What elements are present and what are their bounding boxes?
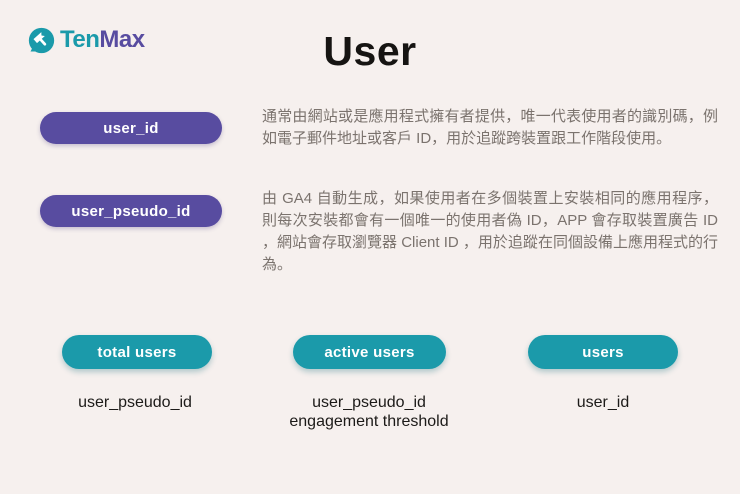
tenmax-logo-icon (28, 27, 55, 54)
page-title: User (323, 28, 417, 74)
tenmax-logo: TenMax (28, 26, 145, 54)
metric-basis-total-users: user_pseudo_id (78, 394, 192, 411)
term-pill-user-id: user_id (40, 112, 222, 144)
tenmax-logo-text: TenMax (60, 26, 145, 54)
description-user-id: 通常由網站或是應用程式擁有者提供，唯一代表使用者的識別碼，例如電子郵件地址或客戶… (262, 108, 718, 147)
logo-text-max: Max (99, 26, 145, 53)
metric-pill-users: users (528, 335, 678, 369)
logo-text-ten: Ten (60, 26, 100, 53)
metric-pill-total-users: total users (62, 335, 212, 369)
description-user-pseudo-id: 由 GA4 自動生成，如果使用者在多個裝置上安裝相同的應用程序，則每次安裝都會有… (262, 190, 718, 273)
metric-pill-active-users: active users (293, 335, 446, 369)
metric-basis-users: user_id (576, 394, 630, 411)
term-pill-user-pseudo-id: user_pseudo_id (40, 195, 222, 227)
metric-basis-active-users: user_pseudo_id engagement threshold (289, 394, 449, 430)
